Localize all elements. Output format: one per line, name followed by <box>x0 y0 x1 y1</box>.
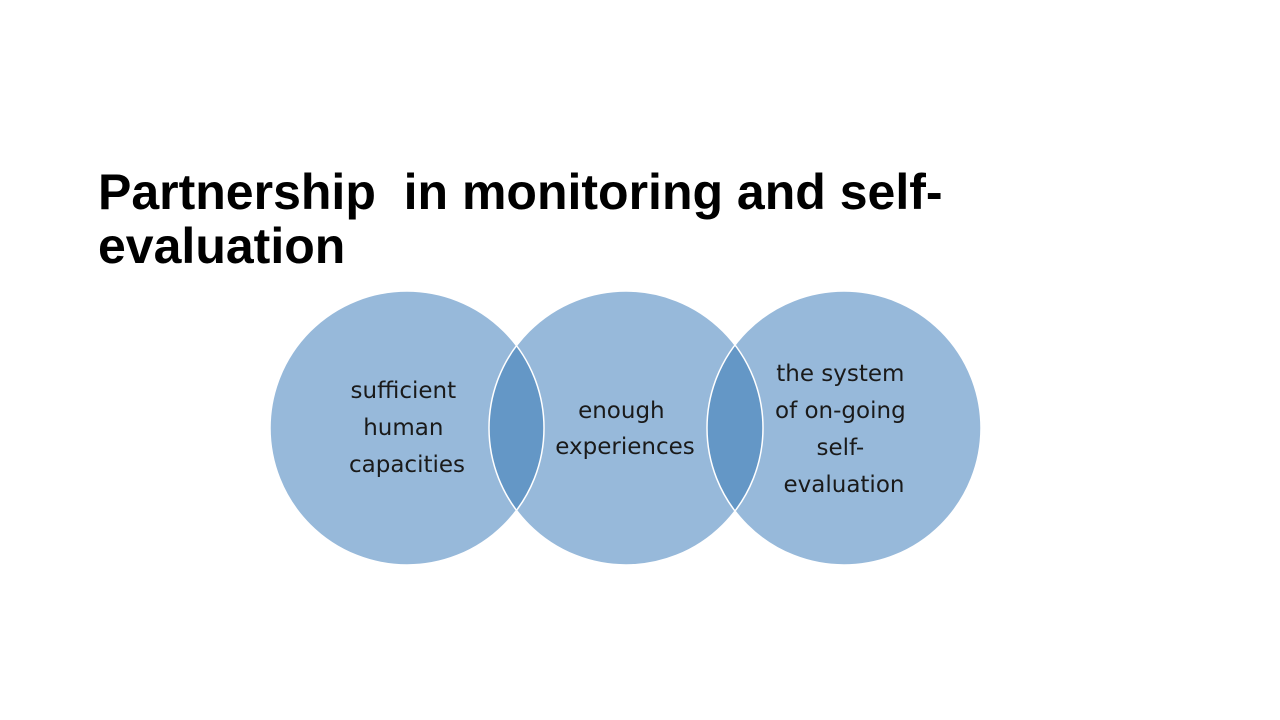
slide-title: Partnership in monitoring and self-evalu… <box>98 164 943 274</box>
circle-label-3: the system of on-going self- evaluation <box>775 361 913 498</box>
circle-label-1: sufficient human capacities <box>349 378 465 478</box>
circle-experiences <box>489 291 763 565</box>
circle-outlines <box>269 290 982 566</box>
circle-human-capacities <box>270 291 544 565</box>
circle-label-2: enough experiences <box>555 398 694 460</box>
circle-self-evaluation <box>707 291 981 565</box>
